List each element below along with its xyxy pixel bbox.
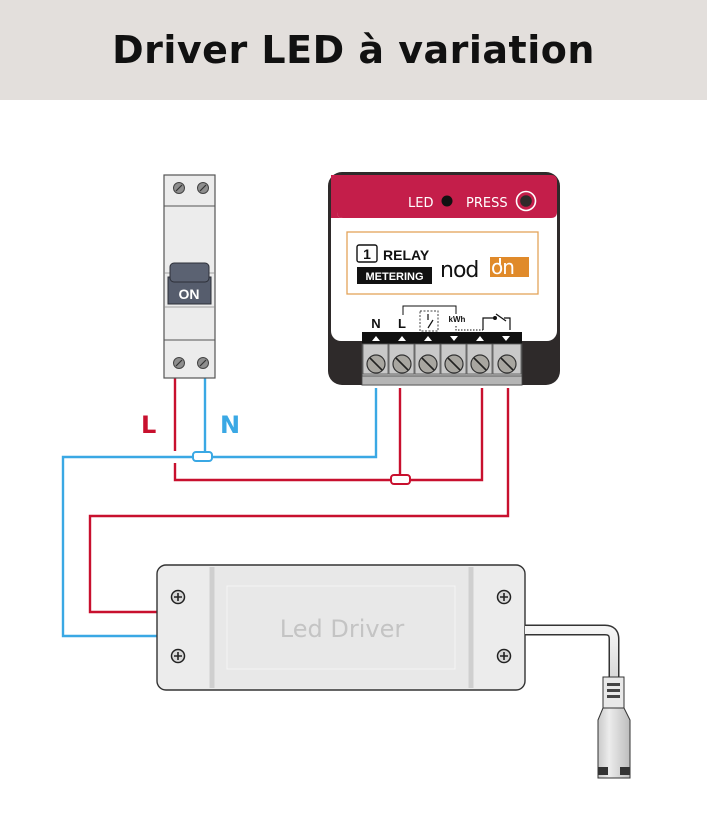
screw-icon [197,357,209,369]
terminal-screw-5[interactable] [466,343,493,375]
neutral-wire-module [212,388,378,459]
breaker-on-label: ON [179,286,200,302]
relay-contact-icon [482,313,511,330]
page-title: Driver LED à variation [112,28,595,72]
led-label: LED [408,196,433,211]
brand-prefix: nod [440,258,478,283]
live-wire-relay-in [407,388,484,482]
nodon-relay-module: LED PRESS 1 RELAY METERING nod on N L kW… [328,172,560,386]
terminal-label-l: L [398,316,406,331]
screw-icon [197,182,209,194]
wires [61,378,510,638]
terminal-screw-6[interactable] [492,343,522,375]
led-driver-label: Led Driver [280,615,405,643]
screw-icon [496,589,512,605]
press-button[interactable] [515,190,537,212]
live-wire-relay-out [88,388,510,614]
terminal-screw-2[interactable] [388,343,415,375]
screw-icon [496,648,512,664]
led-driver: Led Driver [156,564,526,691]
led-indicator-icon [441,195,453,207]
neutral-label: N [220,411,240,439]
relay-label: RELAY [383,247,430,263]
neutral-junction-connector [192,451,213,462]
terminal-label-n: N [371,316,380,331]
metering-label: METERING [365,271,423,283]
live-label: L [141,411,156,439]
live-wire-breaker-bottom [173,463,394,482]
neutral-wire-driver [61,455,196,638]
breaker-toggle[interactable]: ON [167,262,212,305]
output-cable [525,624,620,678]
brand-suffix: on [491,255,514,279]
terminal-label-kwh: kWh [449,315,466,324]
screw-icon [173,182,185,194]
terminal-screw-4[interactable] [440,343,467,375]
screw-icon [170,589,186,605]
switch-icon [419,310,439,332]
nodon-logo: nod on [440,255,529,283]
relay-count: 1 [363,246,371,262]
terminal-arrows [372,336,510,341]
press-label: PRESS [466,196,508,211]
live-junction-connector [390,474,411,485]
screw-icon [170,648,186,664]
screw-icon [173,357,185,369]
terminal-screws [362,343,522,375]
page-header: Driver LED à variation [0,0,707,100]
terminal-screw-3[interactable] [414,343,441,375]
dc-plug-connector[interactable] [597,676,631,779]
terminal-screw-1[interactable] [362,343,389,375]
